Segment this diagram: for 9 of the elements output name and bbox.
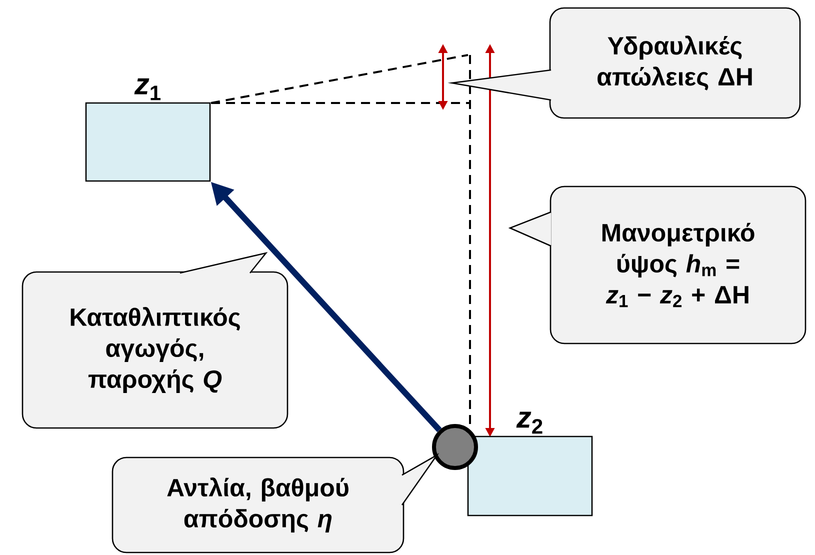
callout-bubble: Αντλία, βαθμού απόδοσης η — [112, 453, 440, 554]
tank-box: z$_{2}$ — [467, 412, 593, 516]
pump-circle — [432, 424, 478, 470]
node-label: z$_{2}$ — [516, 412, 542, 434]
callout-bubble: Υδραυλικές απώλειες ΔH — [448, 7, 801, 119]
tank-box: z$_{1}$ — [85, 78, 211, 182]
callout-bubble: Καταθλιπτικός αγωγός, παροχής Q — [22, 252, 288, 429]
callout-bubble: Μανομετρικό ύψος h$_{m}$ = z$_{1}$ − z$_{2}$ + ΔH — [508, 186, 806, 344]
node-label: z$_{1}$ — [134, 78, 160, 100]
